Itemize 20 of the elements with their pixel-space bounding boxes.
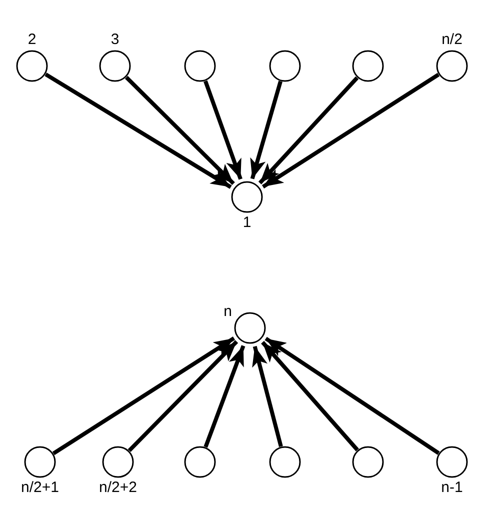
node-label: 2 <box>28 30 36 50</box>
arrow <box>258 76 359 184</box>
node-label: 1 <box>242 213 252 233</box>
arrow <box>128 340 238 452</box>
arrow <box>264 336 440 455</box>
arrow <box>262 72 440 188</box>
node-label: n-1 <box>441 478 463 498</box>
node-label: n/2+2 <box>99 478 137 498</box>
arrow <box>52 336 236 456</box>
arrow <box>252 346 283 448</box>
arrow <box>250 80 282 180</box>
node-label: 3 <box>110 30 120 50</box>
node-label: n/2+1 <box>21 478 59 498</box>
arrow <box>124 76 235 186</box>
arrow <box>261 340 359 452</box>
arrow <box>204 345 246 448</box>
arrow <box>44 72 232 189</box>
arrow <box>204 80 242 180</box>
node-label: n/2 <box>442 30 462 50</box>
node-label: n <box>224 302 232 322</box>
